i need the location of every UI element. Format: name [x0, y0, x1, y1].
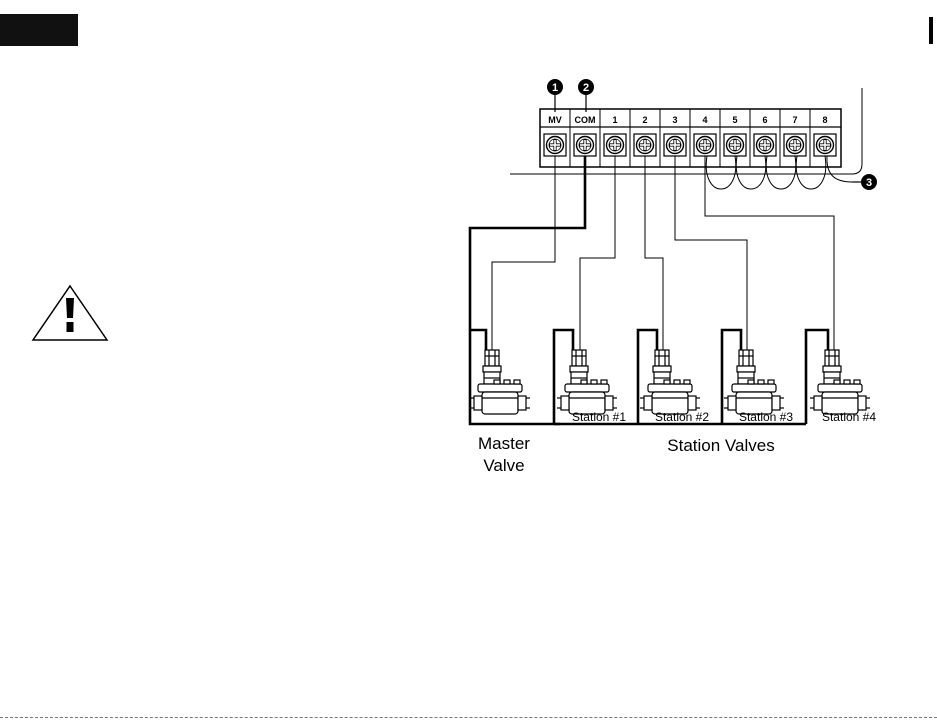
station-valves-label: Station Valves — [667, 436, 774, 455]
terminal-screw-icon — [664, 134, 686, 156]
callout-2: 2 — [583, 82, 589, 94]
terminal-label-2: 2 — [642, 115, 647, 125]
station-2-label: Station #2 — [655, 410, 709, 424]
terminal-label-7: 7 — [792, 115, 797, 125]
terminal-label-3: 3 — [672, 115, 677, 125]
station-4-valve-icon — [810, 350, 870, 414]
station-wires — [492, 156, 834, 352]
master-valve-icon — [470, 350, 530, 414]
warning-triangle-icon — [33, 286, 107, 340]
terminal-label-mv: MV — [548, 115, 562, 125]
station-4-label: Station #4 — [822, 410, 876, 424]
terminal-screw-icon — [544, 134, 566, 156]
station-2-valve-icon — [640, 350, 700, 414]
station-3-label: Station #3 — [739, 410, 793, 424]
master-valve-label-line1: Master — [478, 434, 530, 453]
callout-3: 3 — [866, 177, 872, 189]
terminal-label-1: 1 — [612, 115, 617, 125]
station-3-valve-icon — [724, 350, 784, 414]
terminal-screw-icon — [604, 134, 626, 156]
terminal-label-4: 4 — [702, 115, 707, 125]
station-1-label: Station #1 — [572, 410, 626, 424]
terminal-screw-icon — [814, 134, 836, 156]
callout-1: 1 — [552, 82, 558, 94]
terminal-screw-icon — [694, 134, 716, 156]
terminal-label-6: 6 — [762, 115, 767, 125]
station-1-valve-icon — [557, 350, 617, 414]
terminal-screw-icon — [754, 134, 776, 156]
master-valve-label-line2: Valve — [483, 456, 524, 475]
terminal-screw-icon — [784, 134, 806, 156]
terminal-label-8: 8 — [822, 115, 827, 125]
terminal-label-5: 5 — [732, 115, 737, 125]
terminal-label-com: COM — [575, 115, 596, 125]
terminal-screw-icon — [634, 134, 656, 156]
terminal-screw-icon — [724, 134, 746, 156]
terminal-screw-icon — [574, 134, 596, 156]
